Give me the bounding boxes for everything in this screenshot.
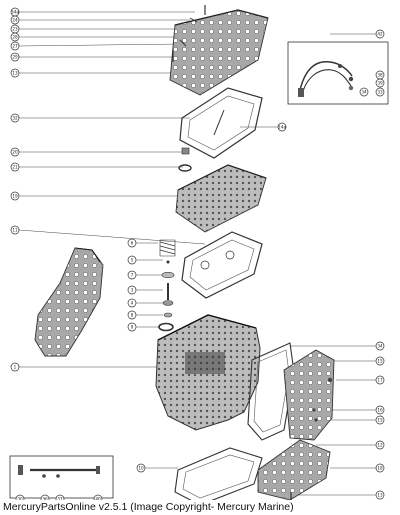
harness-inset bbox=[287, 41, 389, 105]
callout-number: 6 bbox=[131, 241, 134, 246]
side-plate bbox=[283, 349, 335, 441]
callout-c29: 13 bbox=[375, 490, 385, 500]
gasket-upper bbox=[179, 87, 263, 159]
callout-number: 33 bbox=[377, 90, 383, 95]
side-gasket bbox=[247, 342, 295, 441]
callout-number: 34a bbox=[11, 10, 19, 15]
callout-number: 16 bbox=[377, 408, 383, 413]
callout-c19: 8 bbox=[127, 310, 137, 320]
callout-number: 21 bbox=[12, 165, 18, 170]
callout-c21: 1 bbox=[10, 362, 20, 372]
callout-c32: 38 bbox=[375, 70, 385, 80]
callout-c4: 28 bbox=[10, 32, 20, 42]
callout-number: 12 bbox=[377, 443, 383, 448]
callout-c22: 34 bbox=[375, 341, 385, 351]
callout-number: 24 bbox=[12, 18, 18, 23]
intake-manifold bbox=[34, 247, 104, 357]
callout-number: 34 bbox=[377, 344, 383, 349]
callout-number: 7 bbox=[131, 273, 134, 278]
callout-c14: 6 bbox=[127, 238, 137, 248]
bottom-cover bbox=[257, 439, 331, 500]
callout-c27: 12 bbox=[375, 440, 385, 450]
copyright-caption: MercuryPartsOnline v2.5.1 (Image Copyrig… bbox=[3, 501, 294, 513]
gasket-middle bbox=[181, 231, 263, 299]
callout-number: 10 bbox=[138, 466, 144, 471]
callout-c1: 34a bbox=[10, 7, 19, 17]
callout-c11: 21 bbox=[10, 162, 20, 172]
callout-c13: 11 bbox=[10, 225, 20, 235]
callout-number: 27 bbox=[12, 44, 18, 49]
cylinder-block bbox=[155, 314, 261, 431]
callout-c17: 3 bbox=[127, 285, 137, 295]
callout-c33: 39 bbox=[375, 78, 385, 88]
callout-c24: 17 bbox=[375, 375, 385, 385]
callout-c6: 29 bbox=[10, 52, 20, 62]
callout-number: 23 bbox=[12, 27, 18, 32]
callout-number: 15 bbox=[377, 359, 383, 364]
valve-stack bbox=[158, 239, 176, 332]
callout-c25: 16 bbox=[375, 405, 385, 415]
callout-labels: 34a2423282729133214a20211911657348913415… bbox=[10, 7, 385, 501]
callout-number: 20 bbox=[12, 150, 18, 155]
callout-c20: 9 bbox=[127, 322, 137, 332]
callout-number: 11 bbox=[12, 228, 18, 233]
callout-c26: 15 bbox=[375, 415, 385, 425]
diagram-canvas: 34a2423282729133214a20211911657348913415… bbox=[9, 5, 389, 501]
cover-plate bbox=[169, 5, 269, 96]
callout-number: 32 bbox=[12, 116, 18, 121]
callout-number: 29 bbox=[12, 55, 18, 60]
callout-number: 30 bbox=[17, 497, 23, 501]
callout-c37: 36 bbox=[40, 494, 50, 501]
middle-cover bbox=[175, 164, 267, 233]
callout-c28: 18 bbox=[375, 463, 385, 473]
callout-c8: 32 bbox=[10, 113, 20, 123]
callout-c9: 14a bbox=[277, 122, 286, 132]
callout-c7: 13 bbox=[10, 68, 20, 78]
callout-number: 13 bbox=[377, 493, 383, 498]
callout-number: 38 bbox=[377, 73, 383, 78]
callout-c34: 33 bbox=[375, 87, 385, 97]
callout-number: 3 bbox=[131, 288, 134, 293]
callout-c31: 42 bbox=[375, 29, 385, 39]
callout-number: 36 bbox=[42, 497, 48, 501]
callout-number: 1 bbox=[14, 365, 17, 370]
callout-number: 15 bbox=[377, 418, 383, 423]
callout-number: 8 bbox=[131, 313, 134, 318]
callout-c36: 30 bbox=[15, 494, 25, 501]
callout-c16: 7 bbox=[127, 270, 137, 280]
callout-c2: 24 bbox=[10, 15, 20, 25]
callout-c23: 15 bbox=[375, 356, 385, 366]
callout-number: 28 bbox=[12, 35, 18, 40]
callout-c3: 23 bbox=[10, 24, 20, 34]
callout-number: 17 bbox=[377, 378, 383, 383]
small-parts-upper bbox=[178, 147, 192, 172]
callout-c39: 40 bbox=[93, 494, 103, 501]
callout-c5: 27 bbox=[10, 41, 20, 51]
callout-number: 19 bbox=[12, 194, 18, 199]
sensor-inset bbox=[9, 455, 114, 499]
callout-c30: 10 bbox=[136, 463, 146, 473]
callout-number: 40 bbox=[95, 497, 101, 501]
callout-number: 4 bbox=[131, 301, 134, 306]
callout-c12: 19 bbox=[10, 191, 20, 201]
callout-c35: 34 bbox=[359, 87, 369, 97]
callout-number: 14a bbox=[278, 125, 286, 130]
callout-c10: 20 bbox=[10, 147, 20, 157]
callout-number: 39 bbox=[377, 81, 383, 86]
callout-number: 42 bbox=[377, 32, 383, 37]
callout-number: 9 bbox=[131, 325, 134, 330]
callout-c38: 37 bbox=[55, 494, 65, 501]
callout-number: 37 bbox=[57, 497, 63, 501]
gasket-lower bbox=[174, 447, 263, 500]
callout-number: 34 bbox=[361, 90, 367, 95]
callout-c18: 4 bbox=[127, 298, 137, 308]
callout-number: 18 bbox=[377, 466, 383, 471]
callout-c15: 5 bbox=[127, 255, 137, 265]
callout-number: 13 bbox=[12, 71, 18, 76]
callout-number: 5 bbox=[131, 258, 134, 263]
